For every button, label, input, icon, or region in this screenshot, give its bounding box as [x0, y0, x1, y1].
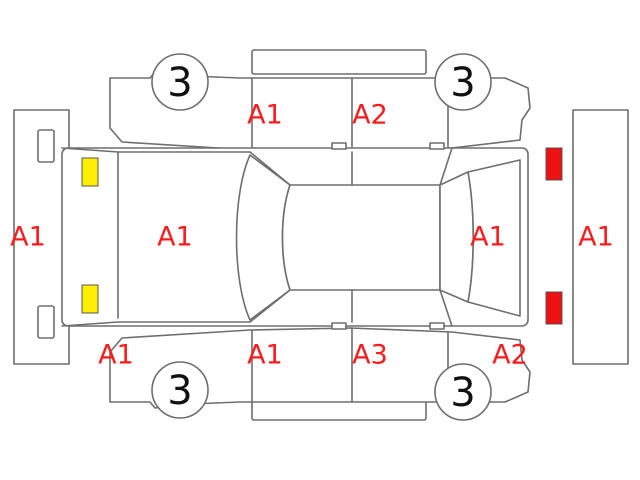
- door-handle: [331, 322, 347, 330]
- code-front-door-top: A1: [247, 100, 283, 131]
- front-lamp: [81, 157, 99, 187]
- door-handle: [429, 142, 445, 150]
- code-front-door-bottom: A1: [247, 340, 283, 371]
- wheel-front-right: 3: [151, 361, 209, 419]
- code-hood: A1: [157, 222, 193, 253]
- wheel-grade: 3: [450, 60, 475, 106]
- rear-lamp: [545, 147, 563, 181]
- side-sill-top: [251, 49, 427, 75]
- code-front-fender-bottom: A1: [98, 340, 134, 371]
- wheel-grade: 3: [167, 60, 192, 106]
- code-rear-quarter-bottom: A2: [492, 340, 528, 371]
- car-top-body: [61, 147, 529, 327]
- code-rear-bumper: A1: [578, 222, 614, 253]
- rear-lamp: [545, 291, 563, 325]
- code-front-bumper: A1: [10, 222, 46, 253]
- wheel-rear-right: 3: [434, 363, 492, 421]
- wheel-grade: 3: [167, 368, 192, 414]
- door-handle: [429, 322, 445, 330]
- rear-bumper: [572, 109, 629, 365]
- code-trunk-lid: A1: [470, 222, 506, 253]
- door-handle: [331, 142, 347, 150]
- code-rear-door-bottom: A3: [352, 340, 388, 371]
- front-lamp: [81, 284, 99, 314]
- front-bumper: [13, 109, 70, 365]
- wheel-grade: 3: [450, 370, 475, 416]
- wheel-front-left: 3: [151, 53, 209, 111]
- code-rear-door-top: A2: [352, 100, 388, 131]
- side-body-bottom: [109, 327, 531, 409]
- wheel-rear-left: 3: [434, 53, 492, 111]
